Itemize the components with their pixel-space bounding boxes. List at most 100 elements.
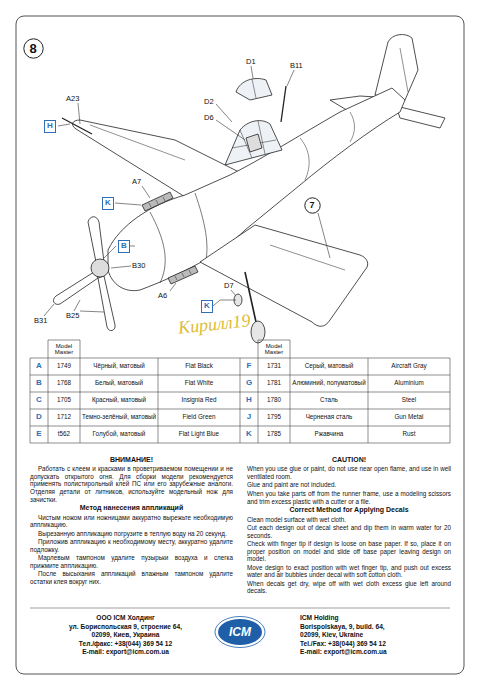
leader-line bbox=[80, 311, 104, 312]
callout-part-number: B30 bbox=[132, 262, 145, 270]
note-text: Move design to exact position with wet f… bbox=[247, 564, 451, 579]
far-wing bbox=[90, 125, 185, 160]
table-rule bbox=[48, 340, 49, 443]
table-cell: Flat Black bbox=[159, 358, 239, 375]
note-text: When you take parts off from the runner … bbox=[247, 490, 451, 505]
table-cell: 1781 bbox=[259, 375, 289, 392]
table-cell: 1795 bbox=[259, 409, 289, 426]
callout-part-number: B25 bbox=[66, 312, 79, 320]
callout-part-number: D7 bbox=[224, 282, 234, 290]
table-cell: Aircraft Gray bbox=[369, 358, 449, 375]
callout-part-number: D1 bbox=[246, 58, 256, 66]
color-letter: K bbox=[204, 302, 210, 310]
table-cell: 1749 bbox=[49, 358, 79, 375]
address-line: ул. Бориспольская 9, строение 64, bbox=[38, 623, 213, 632]
address-ru: ООО ICM Холдингул. Бориспольская 9, стро… bbox=[38, 614, 213, 657]
table-cell: D bbox=[31, 409, 47, 426]
leader-line bbox=[78, 103, 80, 124]
table-cell: J bbox=[241, 409, 257, 426]
address-line: 02099, Kiev, Ukraine bbox=[300, 631, 450, 640]
page-border bbox=[16, 16, 464, 674]
table-cell: Flat White bbox=[159, 375, 239, 392]
leader-line bbox=[318, 213, 330, 258]
table-rule bbox=[258, 340, 259, 443]
note-text: Марлевым тампоном удалите пузырьки возду… bbox=[30, 554, 233, 569]
note-heading: Correct Method for Applying Decals bbox=[247, 506, 451, 514]
table-cell: H bbox=[241, 392, 257, 409]
table-cell: 1731 bbox=[259, 358, 289, 375]
fuselage bbox=[300, 138, 309, 180]
table-rule bbox=[368, 358, 369, 443]
note-text: When you use glue or paint, do not use n… bbox=[247, 465, 451, 480]
table-cell: Model Master bbox=[259, 340, 289, 358]
table-cell: Rust bbox=[369, 426, 449, 443]
canopy-part-d1 bbox=[236, 79, 272, 101]
canopy bbox=[232, 121, 276, 158]
table-cell: Голубой, матовый bbox=[81, 426, 157, 443]
address-line: E-mail: export@icm.com.ua bbox=[300, 648, 450, 657]
table-cell: Gun Metal bbox=[369, 409, 449, 426]
table-rule bbox=[80, 340, 81, 443]
table-grid bbox=[30, 340, 450, 443]
propeller bbox=[91, 259, 109, 277]
step-number: 8 bbox=[23, 38, 44, 59]
table-cell: Сталь bbox=[291, 392, 367, 409]
table-cell: Белый, матовый bbox=[81, 375, 157, 392]
table-cell: K bbox=[241, 426, 257, 443]
leader-line bbox=[74, 300, 80, 311]
table-cell: F bbox=[241, 358, 257, 375]
note-heading: Метод нанесения аппликаций bbox=[30, 504, 233, 512]
table-cell: Flat Light Blue bbox=[159, 426, 239, 443]
leader-line bbox=[231, 290, 236, 296]
aircraft bbox=[53, 35, 445, 343]
table-cell: Алюминий, полуматовый bbox=[291, 375, 367, 392]
address-line: Tel./Fax: +38(044) 369 54 12 bbox=[300, 640, 450, 649]
note-text: When decals get dry, wipe off with wet c… bbox=[247, 580, 451, 595]
leader-line bbox=[213, 300, 236, 306]
table-cell: B bbox=[31, 375, 47, 392]
address-line: 02099, Киев, Украина bbox=[38, 631, 213, 640]
table-cell: 1780 bbox=[259, 392, 289, 409]
note-text: Вырезанную аппликацию погрузите в теплую… bbox=[30, 530, 233, 538]
leader-line bbox=[216, 120, 245, 140]
table-cell: Черненая сталь bbox=[291, 409, 367, 426]
note-text: Работать с клеем и красками в проветрива… bbox=[30, 465, 233, 503]
leader-line bbox=[142, 186, 150, 198]
canopy-part-d1 bbox=[236, 79, 272, 101]
fuselage bbox=[350, 112, 355, 142]
caution-en: CAUTION!When you use glue or paint, do n… bbox=[247, 455, 451, 596]
tail bbox=[375, 35, 418, 100]
table-cell: 1705 bbox=[49, 392, 79, 409]
table-rule bbox=[240, 358, 241, 443]
caution-ru: ВНИМАНИЕ!Работать с клеем и красками в п… bbox=[30, 455, 233, 586]
table-cell: Field Green bbox=[159, 409, 239, 426]
table-rule bbox=[290, 340, 291, 443]
seat bbox=[246, 134, 262, 152]
color-letter: B bbox=[121, 242, 127, 250]
callout-part-number: A23 bbox=[66, 95, 79, 103]
table-cell: Aluminium bbox=[369, 375, 449, 392]
callout-part-number: A7 bbox=[132, 178, 141, 186]
address-line: ICM Holding bbox=[300, 614, 450, 623]
icm-logo bbox=[215, 617, 265, 648]
table-cell: Ржавчина bbox=[291, 426, 367, 443]
icm-logo bbox=[215, 617, 265, 648]
note-text: Check with finger tip if design is loose… bbox=[247, 540, 451, 563]
leader-line bbox=[44, 304, 54, 316]
address-line: Borispolskaya, 9, build. 64, bbox=[300, 623, 450, 632]
table-cell: Insignia Red bbox=[159, 392, 239, 409]
fuselage bbox=[195, 193, 207, 265]
step-number-text: 8 bbox=[29, 42, 36, 55]
footer-rule bbox=[30, 608, 450, 609]
near-wing bbox=[200, 225, 368, 326]
leader-line bbox=[170, 283, 176, 291]
seat bbox=[246, 134, 262, 152]
pitot-tube bbox=[62, 118, 92, 134]
address-en: ICM HoldingBorispolskaya, 9, build. 64,0… bbox=[300, 614, 450, 657]
leader-line bbox=[251, 66, 253, 78]
table-cell: G bbox=[241, 375, 257, 392]
table-cell: Steel bbox=[369, 392, 449, 409]
table-rule bbox=[30, 358, 31, 443]
table-cell: 1712 bbox=[49, 409, 79, 426]
antenna-mast bbox=[281, 86, 286, 122]
